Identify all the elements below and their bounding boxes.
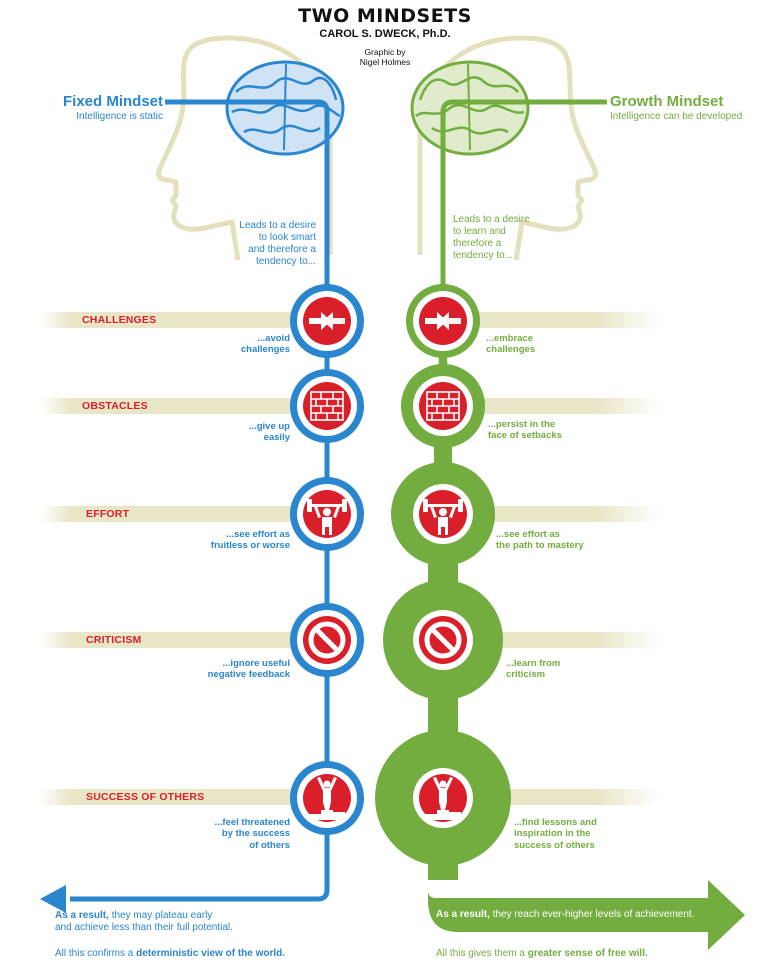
response-line: ...see effort as bbox=[226, 529, 290, 540]
fixed-result-bold: As a result, bbox=[55, 910, 109, 921]
fixed-lead-line: Leads to a desire bbox=[239, 220, 316, 231]
band-obstacles bbox=[40, 398, 300, 414]
fixed-lead-line: to look smart bbox=[258, 232, 316, 243]
band-challenges bbox=[40, 312, 300, 328]
fixed-response-criticism: ...ignore useful negative feedback bbox=[150, 658, 290, 681]
fixed-mindset-subtitle: Intelligence is static bbox=[76, 111, 163, 122]
podium-winner-icon bbox=[309, 777, 461, 820]
fixed-head-silhouette bbox=[155, 35, 333, 261]
growth-result-text: As a result, they reach ever-higher leve… bbox=[436, 909, 736, 921]
growth-path-line bbox=[440, 99, 607, 300]
response-line: challenges bbox=[240, 344, 290, 356]
growth-brain-icon bbox=[410, 60, 530, 156]
response-line: ...ignore useful bbox=[222, 658, 290, 669]
fixed-lead-line: tendency to... bbox=[255, 256, 316, 267]
band-effort bbox=[40, 506, 300, 522]
response-line: fruitless or worse bbox=[210, 540, 290, 552]
fixed-conclusion-bold: deterministic view of the world. bbox=[136, 948, 286, 959]
credit-line-2: Nigel Holmes bbox=[359, 57, 411, 68]
arrows-collide-icon bbox=[309, 312, 461, 330]
response-line: the path to mastery bbox=[496, 540, 584, 552]
growth-conclusion-bold: greater sense of free will. bbox=[527, 948, 648, 959]
growth-lead-line: tendency to... bbox=[453, 250, 514, 261]
growth-head-silhouette bbox=[417, 35, 599, 261]
response-line: face of setbacks bbox=[488, 430, 562, 442]
fixed-result-text: As a result, they may plateau early and … bbox=[55, 910, 325, 934]
response-line: ...feel threatened bbox=[214, 817, 291, 828]
fixed-result-arrowhead bbox=[40, 885, 66, 913]
response-line: ...give up bbox=[248, 421, 290, 432]
response-line: success of others bbox=[514, 839, 595, 851]
response-line: negative feedback bbox=[207, 669, 290, 681]
response-line: challenges bbox=[486, 344, 536, 356]
growth-conclusion-prefix: All this gives them a bbox=[436, 948, 528, 959]
fixed-response-effort: ...see effort as fruitless or worse bbox=[150, 529, 290, 552]
prohibition-icon bbox=[308, 621, 462, 659]
fixed-lead-text: Leads to a desire to look smart and ther… bbox=[200, 220, 316, 268]
growth-mindset-title: Growth Mindset bbox=[610, 93, 724, 110]
response-line: easily bbox=[263, 432, 290, 444]
fixed-result-line-1: As a result, they may plateau early bbox=[55, 910, 325, 922]
growth-result-span: they reach ever-higher levels of achieve… bbox=[489, 909, 695, 920]
fixed-response-success: ...feel threatened by the success of oth… bbox=[150, 817, 291, 851]
fixed-lead-line: and therefore a bbox=[248, 244, 316, 255]
growth-response-challenges: ...embrace challenges bbox=[486, 333, 626, 356]
response-line: ...learn from bbox=[506, 658, 561, 669]
response-line: criticism bbox=[506, 669, 546, 681]
growth-lead-text: Leads to a desire to learn and therefore… bbox=[453, 214, 573, 262]
page-title: TWO MINDSETS bbox=[298, 5, 472, 27]
brick-wall-icon bbox=[310, 391, 460, 421]
category-criticism: CRITICISM bbox=[86, 634, 142, 646]
growth-lead-line: to learn and bbox=[453, 226, 506, 237]
weightlifter-icon bbox=[307, 499, 463, 535]
response-line: ...find lessons and bbox=[514, 817, 597, 828]
response-line: ...persist in the bbox=[488, 419, 556, 430]
growth-result-arrow bbox=[428, 870, 745, 950]
fixed-response-challenges: ...avoid challenges bbox=[170, 333, 290, 356]
fixed-conclusion: All this confirms a deterministic view o… bbox=[55, 948, 375, 960]
band-criticism bbox=[40, 632, 300, 648]
growth-mindset-subtitle: Intelligence can be developed bbox=[610, 111, 743, 122]
response-line: ...avoid bbox=[257, 333, 290, 344]
growth-lead-line: Leads to a desire bbox=[453, 214, 530, 225]
fixed-result-line-2: and achieve less than their full potenti… bbox=[55, 922, 233, 933]
response-line: inspiration in the bbox=[514, 828, 591, 840]
response-line: by the success bbox=[221, 828, 290, 840]
category-obstacles: OBSTACLES bbox=[82, 400, 148, 412]
band-success bbox=[40, 789, 300, 805]
response-line: ...see effort as bbox=[496, 529, 560, 540]
growth-response-success: ...find lessons and inspiration in the s… bbox=[514, 817, 654, 851]
response-line: ...embrace bbox=[486, 333, 533, 344]
growth-response-obstacles: ...persist in the face of setbacks bbox=[488, 419, 628, 442]
fixed-result-span: they may plateau early bbox=[108, 910, 213, 921]
category-effort: EFFORT bbox=[86, 508, 130, 520]
author-line: CAROL S. DWECK, Ph.D. bbox=[319, 28, 451, 40]
graphic-credit: Graphic by Nigel Holmes bbox=[0, 47, 770, 67]
category-challenges: CHALLENGES bbox=[82, 314, 157, 326]
fixed-brain-icon bbox=[225, 60, 345, 156]
fixed-response-obstacles: ...give up easily bbox=[170, 421, 290, 444]
fixed-mindset-title: Fixed Mindset bbox=[62, 93, 163, 110]
response-line: of others bbox=[249, 839, 290, 851]
growth-response-effort: ...see effort as the path to mastery bbox=[496, 529, 636, 552]
credit-line-1: Graphic by bbox=[364, 47, 406, 57]
fixed-conclusion-prefix: All this confirms a bbox=[55, 948, 137, 959]
growth-response-criticism: ...learn from criticism bbox=[506, 658, 646, 681]
growth-result-bold: As a result, bbox=[436, 909, 490, 920]
category-success-of-others: SUCCESS OF OTHERS bbox=[86, 791, 205, 803]
growth-lead-line: therefore a bbox=[453, 238, 502, 249]
growth-conclusion: All this gives them a greater sense of f… bbox=[436, 948, 756, 960]
